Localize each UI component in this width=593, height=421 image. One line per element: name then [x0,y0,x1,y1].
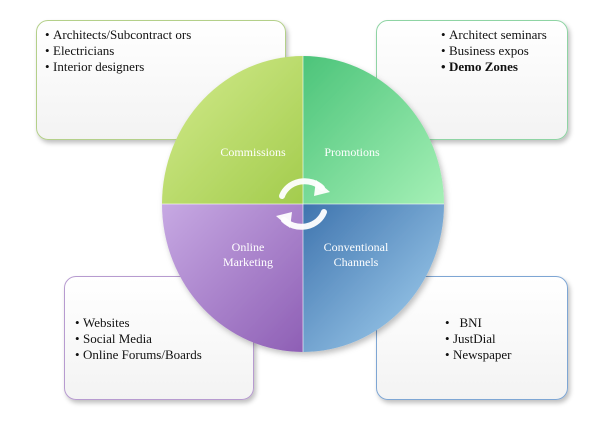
list-item: •Online Forums/Boards [75,347,202,362]
list-item: •Social Media [75,331,152,346]
promotions-label: Promotions [324,145,380,159]
conventional-channels-label-line1: Conventional [324,240,389,254]
list-item: •Demo Zones [441,59,518,74]
list-item: • BNI [445,315,482,330]
list-item: •Business expos [441,43,529,58]
list-item: •Websites [75,315,130,330]
list-item: •Electricians [45,43,115,58]
list-item: •Interior designers [45,59,145,74]
list-item: •JustDial [445,331,496,346]
online-marketing-label-line1: Online [232,240,265,254]
conventional-channels-label-line2: Channels [334,255,379,269]
arrow-heads [276,180,330,228]
list-item: •Architects/Subcontract ors [45,27,192,42]
list-item: •Newspaper [445,347,512,362]
commissions-label: Commissions [220,145,286,159]
conventional-channels-quadrant [303,204,444,352]
online-marketing-label-line2: Marketing [223,255,273,269]
promotions-quadrant [303,56,444,204]
list-item: •Architect seminars [441,27,547,42]
online-marketing-quadrant [162,204,303,352]
commissions-quadrant [162,56,303,204]
